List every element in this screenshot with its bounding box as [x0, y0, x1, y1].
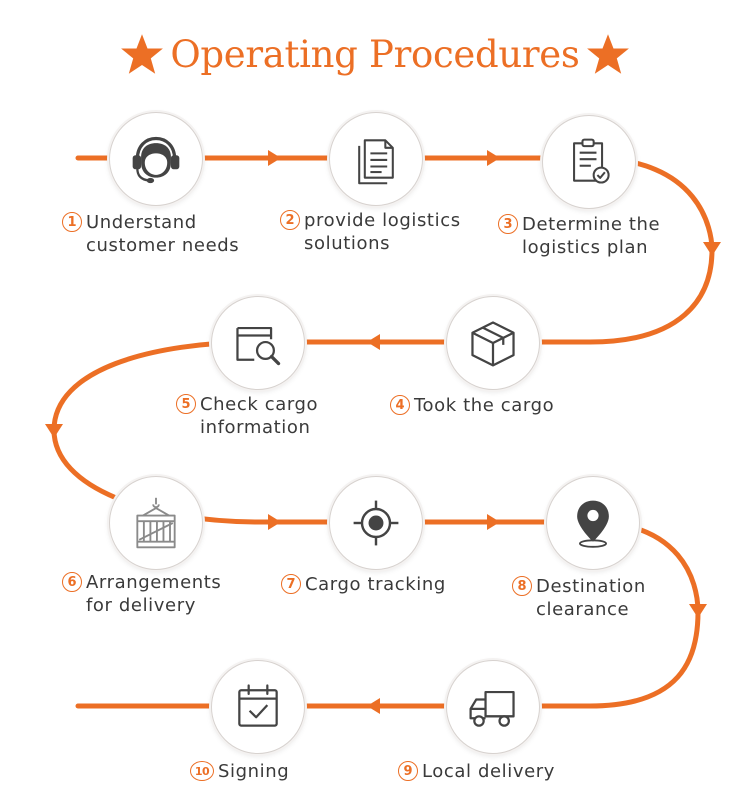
step-number-badge: 7 [281, 574, 301, 594]
step-5-label: 5 Check cargo information [176, 393, 318, 439]
flow-arrow-right [487, 150, 500, 166]
step-5-text: Check cargo information [200, 394, 319, 438]
step-number-badge: 3 [498, 214, 518, 234]
step-6-text: Arrangements for delivery [86, 572, 222, 616]
step-7-circle [329, 476, 423, 570]
step-4-text: Took the cargo [414, 395, 555, 416]
flow-arrow-left [367, 698, 380, 714]
step-4-circle [446, 296, 540, 390]
step-10-text: Signing [218, 761, 290, 782]
page-title: Operating Procedures [0, 32, 750, 76]
documents-icon [358, 139, 394, 185]
flow-arrow-down [703, 242, 721, 256]
step-number-badge: 2 [280, 210, 300, 230]
flow-arrow-right [487, 514, 500, 530]
step-number-badge: 8 [512, 576, 532, 596]
step-3-label: 3 Determine the logistics plan [498, 213, 660, 259]
step-8-text: Destination clearance [536, 576, 646, 620]
step-9-label: 9 Local delivery [398, 760, 555, 783]
flow-arrow-right [268, 514, 281, 530]
step-1-label: 1 Understand customer needs [62, 211, 239, 257]
flow-arrow-down [689, 604, 707, 618]
step-number-badge: 1 [62, 212, 82, 232]
title-text: Operating Procedures [170, 32, 580, 76]
step-6-label: 6 Arrangements for delivery [62, 571, 221, 617]
step-1-text: Understand customer needs [86, 212, 240, 256]
location-pin-icon [577, 500, 609, 548]
step-number-badge: 6 [62, 572, 82, 592]
step-7-text: Cargo tracking [305, 574, 446, 595]
step-3-text: Determine the logistics plan [522, 214, 661, 258]
flow-arrow-down [45, 424, 63, 438]
star-icon [121, 34, 164, 74]
step-9-circle [446, 660, 540, 754]
star-icon [586, 34, 629, 74]
headset-operator-icon [132, 136, 180, 184]
step-number-badge: 10 [190, 761, 214, 781]
clipboard-check-icon [573, 138, 610, 184]
step-5-circle [211, 296, 305, 390]
flow-arrow-left [367, 334, 380, 350]
step-4-label: 4 Took the cargo [390, 394, 554, 417]
truck-icon [469, 690, 515, 727]
step-8-label: 8 Destination clearance [512, 575, 646, 621]
step-10-circle [211, 660, 305, 754]
step-9-text: Local delivery [422, 761, 556, 782]
step-2-text: provide logistics solutions [304, 210, 461, 254]
step-1-circle [109, 112, 203, 206]
step-number-badge: 5 [176, 394, 196, 414]
step-7-label: 7 Cargo tracking [281, 573, 446, 596]
crane-crate-icon [136, 497, 176, 549]
step-2-circle [329, 112, 423, 206]
target-icon [353, 500, 399, 546]
package-search-icon [236, 326, 281, 366]
flow-arrow-right [268, 150, 281, 166]
step-number-badge: 9 [398, 761, 418, 781]
step-2-label: 2 provide logistics solutions [280, 209, 461, 255]
step-6-circle [109, 476, 203, 570]
step-3-circle [542, 115, 636, 209]
box-icon [471, 321, 515, 367]
step-10-label: 10 Signing [190, 760, 289, 783]
calendar-check-icon [238, 684, 278, 727]
step-8-circle [546, 476, 640, 570]
step-number-badge: 4 [390, 395, 410, 415]
